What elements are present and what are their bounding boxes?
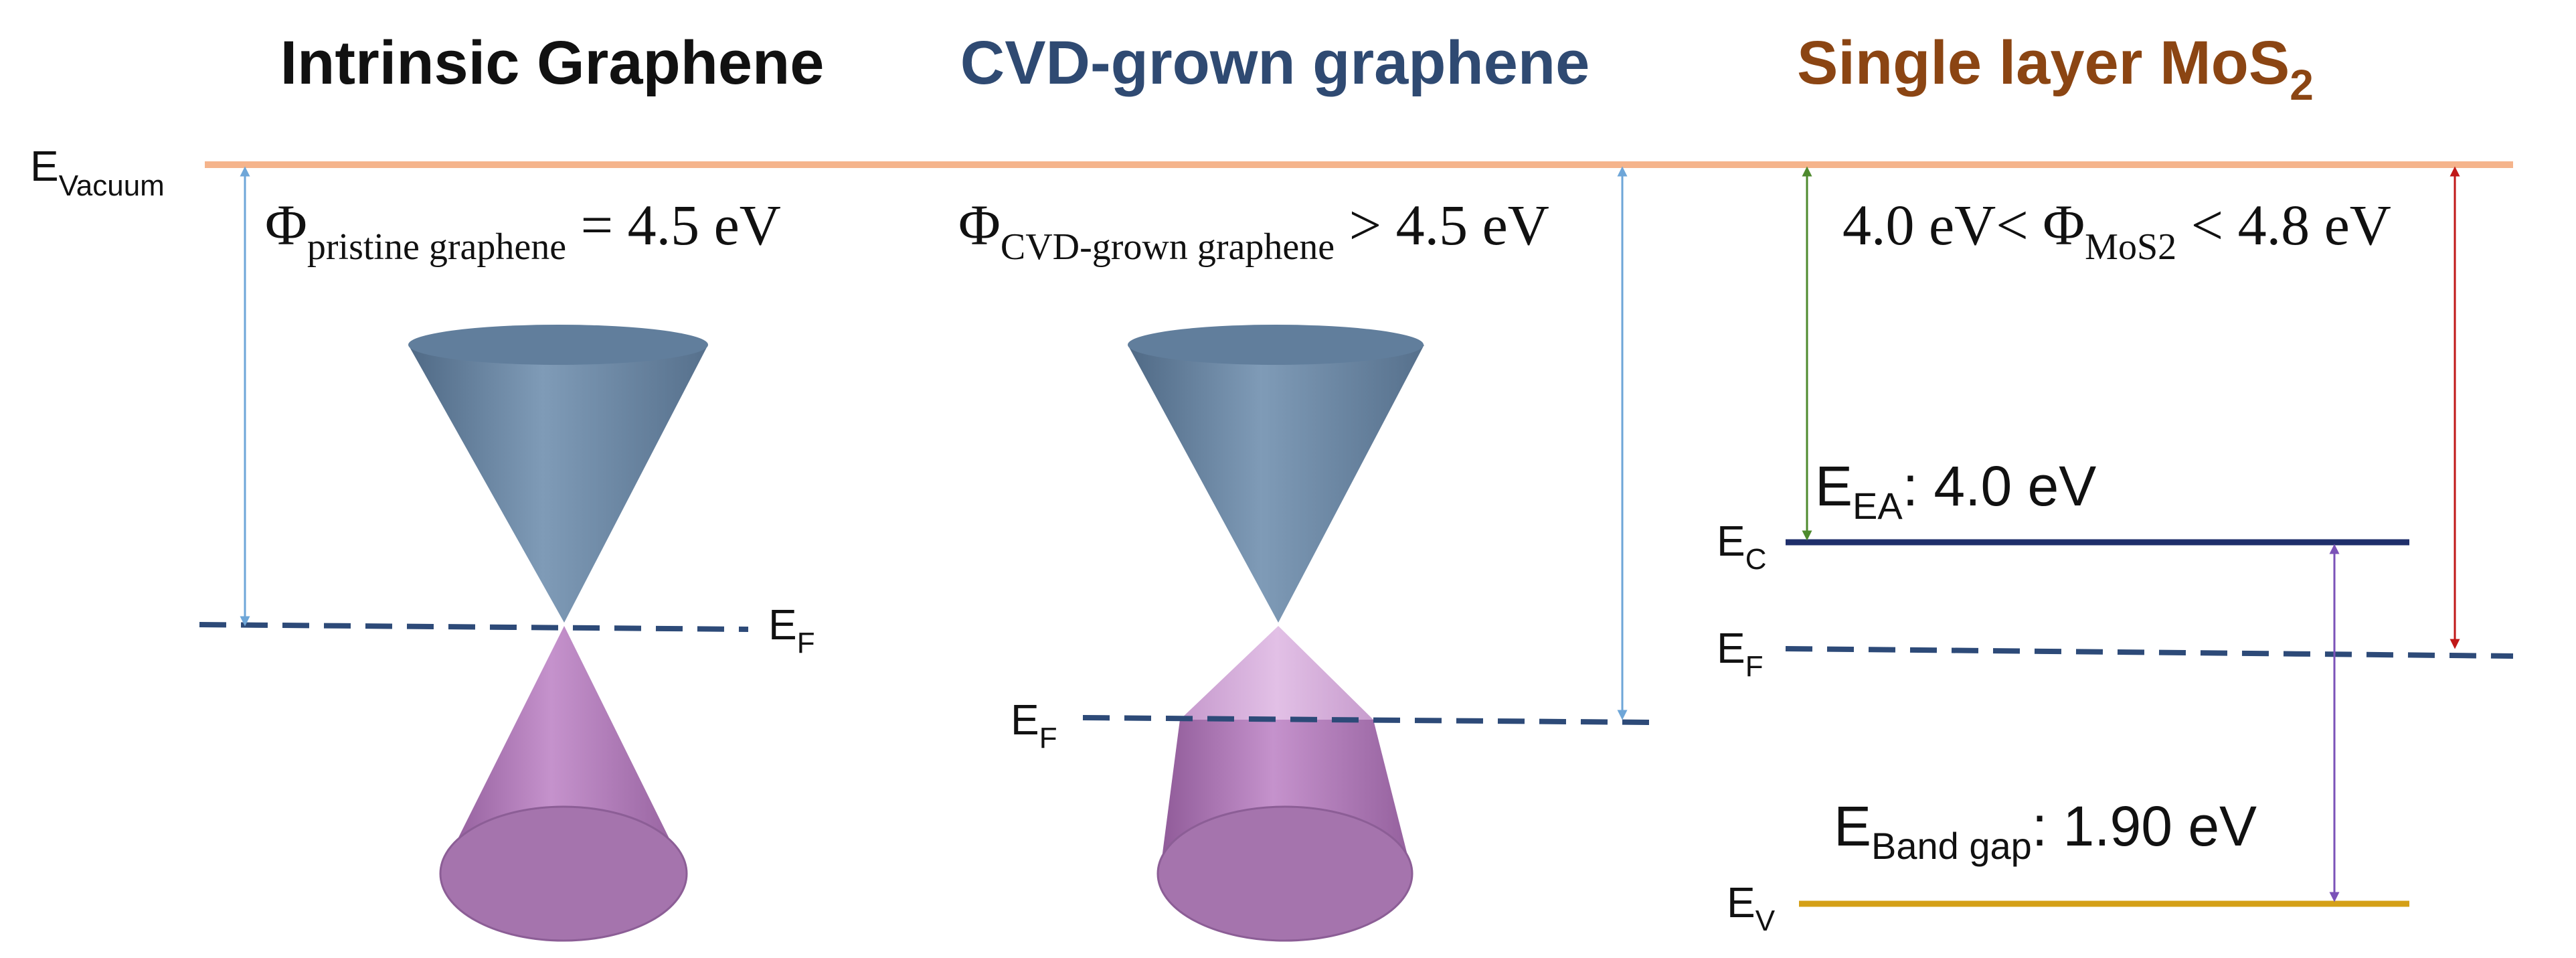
intrinsic-upper-cone bbox=[408, 325, 708, 623]
vacuum-level-main: E bbox=[30, 142, 59, 190]
intrinsic-fermi-line bbox=[199, 622, 749, 632]
mos2-fermi-label: EF bbox=[1717, 624, 1764, 683]
phi-mos2-prefix: 4.0 eV< bbox=[1842, 193, 2043, 257]
cvd-fermi-main: E bbox=[1011, 696, 1039, 744]
title-intrinsic-graphene: Intrinsic Graphene bbox=[280, 29, 825, 97]
cvd-fermi-sub: F bbox=[1039, 722, 1057, 754]
phi-cvd-sub: CVD-grown graphene bbox=[1001, 226, 1335, 268]
ea-sub: EA bbox=[1853, 485, 1903, 527]
bandgap-main: E bbox=[1834, 795, 1871, 858]
intrinsic-graphene-panel: EF Φpristine graphene = 4.5 eV bbox=[199, 166, 815, 942]
intrinsic-fermi-main: E bbox=[768, 601, 797, 649]
vacuum-level-sub: Vacuum bbox=[59, 169, 165, 202]
valence-band-main: E bbox=[1727, 878, 1755, 927]
cvd-upper-cone bbox=[1128, 325, 1424, 623]
intrinsic-fermi-label: EF bbox=[768, 601, 815, 659]
bandgap-value: : 1.90 eV bbox=[2032, 795, 2257, 858]
conduction-band-main: E bbox=[1717, 517, 1745, 565]
valence-band-label: EV bbox=[1727, 878, 1776, 937]
mos2-work-function-label: 4.0 eV< ΦMoS2 < 4.8 eV bbox=[1842, 193, 2391, 268]
phi-symbol: Φ bbox=[265, 193, 307, 257]
mos2-fermi-line bbox=[1785, 646, 2514, 659]
conduction-band-sub: C bbox=[1745, 543, 1767, 576]
ea-main: E bbox=[1815, 455, 1853, 517]
vacuum-level-label: EVacuum bbox=[30, 142, 165, 202]
electron-affinity-label: EEA: 4.0 eV bbox=[1815, 455, 2096, 527]
title-mos2: Single layer MoS2 bbox=[1797, 29, 2314, 109]
conduction-band-label: EC bbox=[1717, 517, 1766, 576]
cvd-graphene-panel: EF ΦCVD-grown graphene > 4.5 eV bbox=[958, 166, 1652, 942]
phi-mos2-sub: MoS2 bbox=[2085, 226, 2176, 268]
title-mos2-sub: 2 bbox=[2290, 61, 2314, 109]
phi-pristine-value: = 4.5 eV bbox=[566, 193, 781, 257]
cvd-lower-cone bbox=[1156, 626, 1413, 942]
title-cvd-graphene: CVD-grown graphene bbox=[960, 29, 1590, 97]
mos2-panel: EC EF EV 4.0 eV< ΦMoS2 < 4.8 eV EEA: 4.0… bbox=[1717, 166, 2514, 937]
ea-value: : 4.0 eV bbox=[1903, 455, 2097, 517]
intrinsic-fermi-sub: F bbox=[797, 627, 815, 659]
cvd-fermi-line bbox=[1082, 715, 1652, 725]
phi-pristine-sub: pristine graphene bbox=[307, 226, 566, 268]
band-gap-label: EBand gap: 1.90 eV bbox=[1834, 795, 2257, 867]
cvd-work-function-label: ΦCVD-grown graphene > 4.5 eV bbox=[958, 193, 1549, 268]
intrinsic-lower-cone bbox=[439, 626, 688, 942]
intrinsic-work-function-label: Φpristine graphene = 4.5 eV bbox=[265, 193, 781, 268]
phi-mos2-value: < 4.8 eV bbox=[2176, 193, 2391, 257]
phi-cvd-value: > 4.5 eV bbox=[1335, 193, 1549, 257]
mos2-fermi-main: E bbox=[1717, 624, 1745, 672]
phi-mos2-symbol: Φ bbox=[2043, 193, 2085, 257]
phi-cvd-symbol: Φ bbox=[958, 193, 1001, 257]
bandgap-sub: Band gap bbox=[1871, 825, 2032, 867]
mos2-fermi-sub: F bbox=[1745, 650, 1764, 683]
cvd-fermi-label: EF bbox=[1011, 696, 1057, 754]
valence-band-sub: V bbox=[1755, 904, 1776, 937]
title-mos2-main: Single layer MoS bbox=[1797, 29, 2290, 97]
